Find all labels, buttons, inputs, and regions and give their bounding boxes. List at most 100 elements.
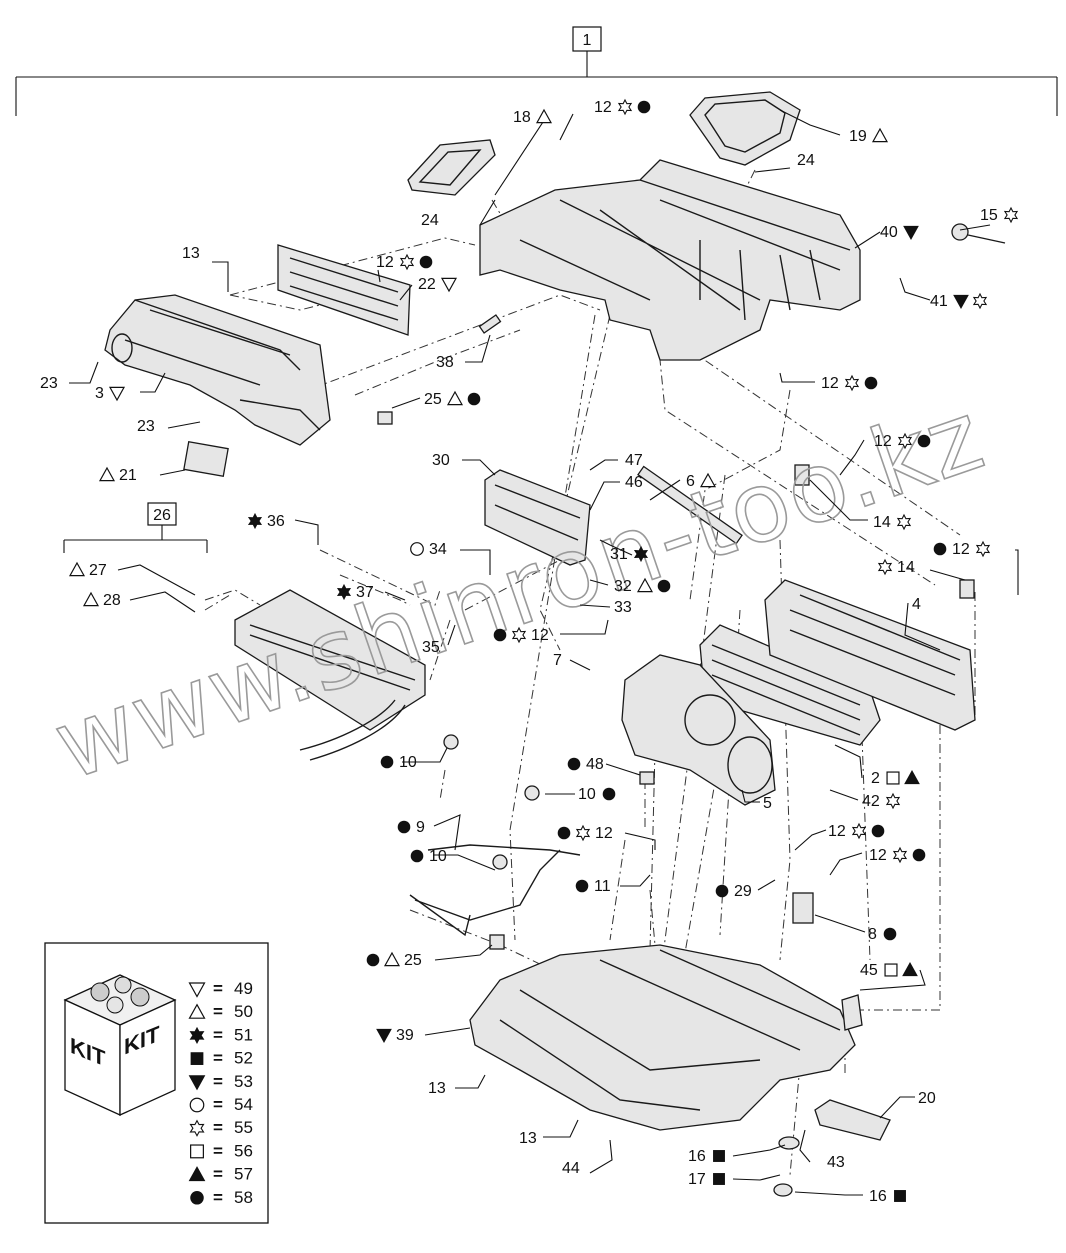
legend-row: =52	[190, 1049, 253, 1068]
triangle-up-open-icon	[383, 951, 401, 967]
callout-number: 28	[103, 592, 121, 609]
small-hardware	[183, 223, 1006, 1197]
callout-number: 25	[424, 391, 442, 408]
callout-28: 28	[82, 591, 121, 609]
square-filled-icon	[713, 1173, 725, 1185]
legend-equals: =	[213, 1141, 223, 1160]
callout-number: 29	[734, 883, 752, 900]
star6-open-icon	[575, 824, 591, 842]
callout-12: 12	[828, 822, 885, 840]
callout-10: 10	[578, 786, 616, 803]
callout-13: 13	[182, 245, 200, 262]
circle-filled-icon	[657, 579, 671, 593]
triangle-down-open-icon	[188, 982, 206, 998]
callout-number: 13	[519, 1130, 537, 1147]
callout-leaders	[69, 109, 1019, 1196]
triangle-down-filled-icon	[376, 1028, 392, 1044]
callout-23: 23	[137, 418, 155, 435]
triangle-down-filled-icon	[953, 294, 969, 310]
triangle-up-open-icon	[188, 1003, 206, 1019]
callout-number: 24	[421, 212, 439, 229]
callout-32: 32	[614, 577, 671, 595]
lower-housing	[469, 944, 856, 1131]
star6-open-icon	[1003, 206, 1019, 224]
callout-38: 38	[436, 354, 454, 371]
star6-open-icon	[892, 846, 908, 864]
callout-31: 31	[610, 545, 649, 563]
circle-filled-icon	[366, 953, 380, 967]
heater-kit-bracket: 26	[63, 502, 208, 553]
callout-number: 36	[267, 513, 285, 530]
callout-number: 34	[429, 541, 447, 558]
callout-34: 34	[410, 541, 447, 558]
legend-equals: =	[213, 1025, 223, 1044]
callout-number: 32	[614, 578, 632, 595]
circle-open-icon	[189, 1097, 205, 1113]
water-valve-pipes	[409, 844, 581, 937]
callout-47: 47	[625, 452, 643, 469]
callout-13: 13	[428, 1080, 446, 1097]
circle-filled-icon	[933, 542, 947, 556]
callout-number: 12	[869, 847, 887, 864]
callout-12: 12	[557, 824, 613, 842]
circle-open-icon	[410, 542, 424, 556]
triangle-up-filled-icon	[188, 1166, 206, 1182]
circle-filled-icon	[410, 849, 424, 863]
circle-filled-icon	[567, 757, 581, 771]
callout-12: 12	[933, 540, 991, 558]
circle-filled-icon	[917, 434, 931, 448]
callout-number: 10	[578, 786, 596, 803]
legend-number: 57	[234, 1165, 253, 1184]
callout-number: 33	[614, 599, 632, 616]
legend-number: 54	[234, 1095, 253, 1114]
triangle-up-open-icon	[636, 577, 654, 593]
callout-8: 8	[868, 926, 897, 943]
star6-filled-icon	[189, 1026, 205, 1044]
callout-17: 17	[688, 1171, 725, 1188]
circle-filled-icon	[419, 255, 433, 269]
callout-2: 2	[871, 769, 920, 787]
triangle-up-open-icon	[535, 108, 553, 124]
circle-filled-icon	[557, 826, 571, 840]
callout-number: 9	[416, 819, 425, 836]
callout-number: 3	[95, 385, 104, 402]
callout-number: 17	[688, 1171, 706, 1188]
star6-open-icon	[511, 626, 527, 644]
callout-number: 15	[980, 207, 998, 224]
callout-number: 13	[428, 1080, 446, 1097]
assembly-number: 1	[583, 32, 592, 49]
callout-number: 23	[137, 418, 155, 435]
kit-legend-rows: =49=50=51=52=53=54=55=56=57=58	[188, 979, 253, 1207]
callout-number: 12	[531, 627, 549, 644]
legend-number: 50	[234, 1002, 253, 1021]
upper-seal	[407, 139, 496, 196]
callout-23: 23	[40, 375, 58, 392]
callout-24: 24	[421, 212, 439, 229]
legend-number: 49	[234, 979, 253, 998]
triangle-up-open-icon	[98, 466, 116, 482]
callout-number: 12	[828, 823, 846, 840]
triangle-down-open-icon	[108, 386, 126, 402]
callout-12: 12	[874, 432, 931, 450]
callout-number: 46	[625, 474, 643, 491]
callout-16: 16	[869, 1188, 906, 1205]
callout-29: 29	[715, 883, 752, 900]
callout-number: 2	[871, 770, 880, 787]
kit-box-illustration: KIT KIT	[63, 974, 177, 1117]
callout-number: 10	[429, 848, 447, 865]
circle-filled-icon	[190, 1191, 204, 1205]
callout-number: 42	[862, 793, 880, 810]
callout-48: 48	[567, 756, 604, 773]
square-filled-icon	[894, 1190, 906, 1202]
assembly-bracket: 1	[15, 26, 1058, 116]
circle-filled-icon	[467, 392, 481, 406]
circle-filled-icon	[380, 755, 394, 769]
star6-open-icon	[975, 540, 991, 558]
circle-filled-icon	[871, 824, 885, 838]
legend-equals: =	[213, 1188, 223, 1207]
legend-number: 55	[234, 1118, 253, 1137]
callout-number: 12	[874, 433, 892, 450]
callout-22: 22	[418, 276, 458, 293]
callout-number: 37	[356, 584, 374, 601]
